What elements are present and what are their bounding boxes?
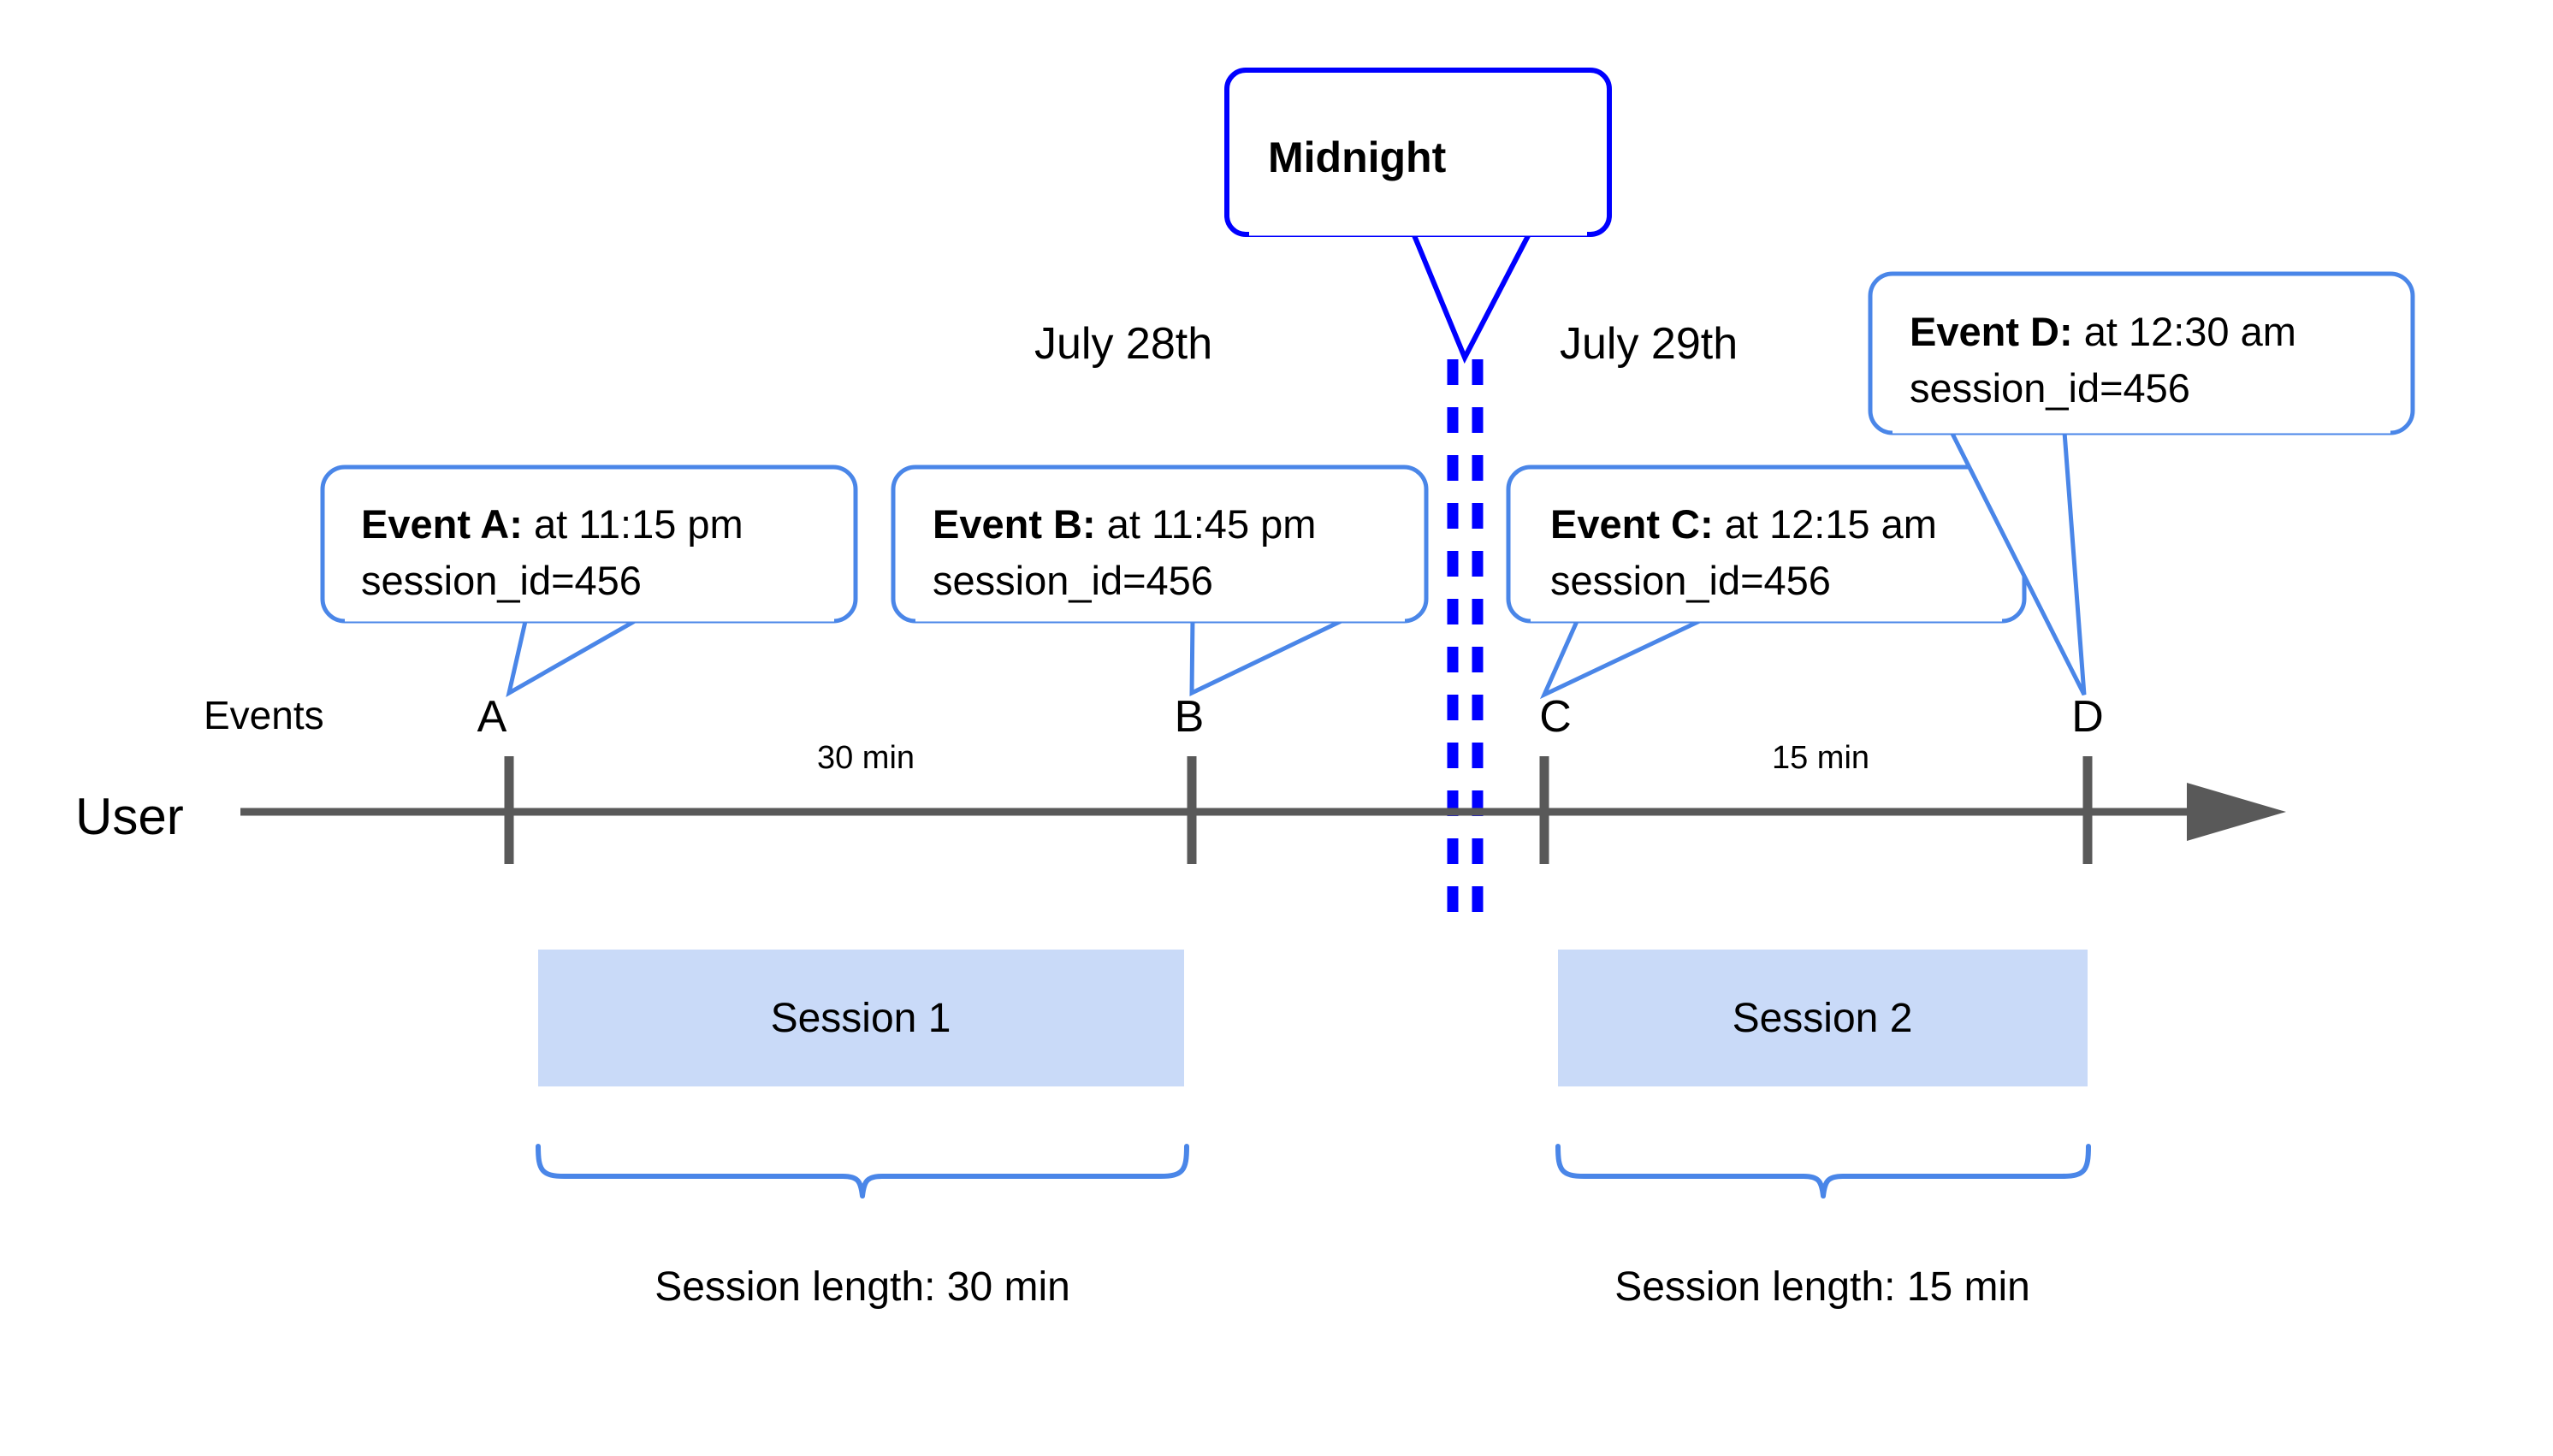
event-callout-a[interactable]: Event A: at 11:15 pm session_id=456 bbox=[320, 465, 858, 697]
event-callout-c-bold: Event C: bbox=[1550, 501, 1714, 547]
session-box-1-label: Session 1 bbox=[771, 996, 951, 1041]
session-length-label-1: Session length: 30 min bbox=[655, 1264, 1070, 1310]
date-label-left: July 28th bbox=[1034, 319, 1212, 369]
timeline-axis bbox=[240, 756, 2286, 864]
event-callout-a-line2: session_id=456 bbox=[361, 558, 642, 603]
midnight-label: Midnight bbox=[1268, 133, 1447, 181]
user-row-label: User bbox=[75, 788, 184, 845]
event-callout-b-bold: Event B: bbox=[933, 501, 1096, 547]
session-box-2-rect bbox=[1558, 950, 2088, 1086]
event-callout-a-bold: Event A: bbox=[361, 501, 523, 547]
session-box-2[interactable]: Session 2 bbox=[1558, 950, 2088, 1086]
timeline-arrow-icon bbox=[2187, 783, 2286, 841]
duration-label-15min: 15 min bbox=[1772, 740, 1869, 776]
event-callout-a-line1: Event A: at 11:15 pm bbox=[361, 501, 743, 547]
session-brace-1-path bbox=[536, 1144, 1189, 1199]
midnight-callout[interactable]: Midnight bbox=[1224, 68, 1612, 364]
session-box-2-label: Session 2 bbox=[1733, 996, 1913, 1041]
event-callout-c-tail bbox=[1539, 615, 1709, 700]
event-callout-c[interactable]: Event C: at 12:15 am session_id=456 bbox=[1506, 465, 2027, 700]
event-callout-a-rest: at 11:15 pm bbox=[523, 501, 743, 547]
date-label-right: July 29th bbox=[1560, 319, 1738, 369]
event-callout-c-line2: session_id=456 bbox=[1550, 558, 1831, 603]
session-length-label-2: Session length: 15 min bbox=[1614, 1264, 2030, 1310]
event-callout-b-line1: Event B: at 11:45 pm bbox=[933, 501, 1316, 547]
midnight-divider bbox=[1447, 359, 1484, 934]
marker-label-c: C bbox=[1539, 692, 1572, 742]
event-callout-b-line2: session_id=456 bbox=[933, 558, 1213, 603]
midnight-callout-tail bbox=[1407, 227, 1536, 364]
marker-label-a: A bbox=[477, 692, 507, 742]
events-row-label: Events bbox=[204, 693, 324, 737]
event-callout-d-line2: session_id=456 bbox=[1910, 365, 2190, 411]
event-callout-d-rest: at 12:30 am bbox=[2073, 309, 2296, 354]
marker-label-d: D bbox=[2071, 692, 2104, 742]
event-callout-c-rest: at 12:15 am bbox=[1714, 501, 1937, 547]
duration-label-30min: 30 min bbox=[817, 740, 915, 776]
marker-label-b: B bbox=[1175, 692, 1205, 742]
event-callout-d-bold: Event D: bbox=[1910, 309, 2073, 354]
event-callout-d[interactable]: Event D: at 12:30 am session_id=456 bbox=[1868, 271, 2415, 696]
session-brace-2-path bbox=[1555, 1144, 2091, 1199]
event-callout-a-tail bbox=[506, 615, 649, 697]
session-brace-1 bbox=[536, 1144, 1189, 1199]
event-callout-d-line1: Event D: at 12:30 am bbox=[1910, 309, 2296, 354]
event-callout-b-tail bbox=[1189, 615, 1350, 696]
session-brace-2 bbox=[1555, 1144, 2091, 1199]
session-box-1-rect bbox=[538, 950, 1184, 1086]
session-box-1[interactable]: Session 1 bbox=[538, 950, 1184, 1086]
event-callout-c-line1: Event C: at 12:15 am bbox=[1550, 501, 1937, 547]
event-callout-b-rest: at 11:45 pm bbox=[1096, 501, 1317, 547]
event-callout-b[interactable]: Event B: at 11:45 pm session_id=456 bbox=[891, 465, 1429, 696]
